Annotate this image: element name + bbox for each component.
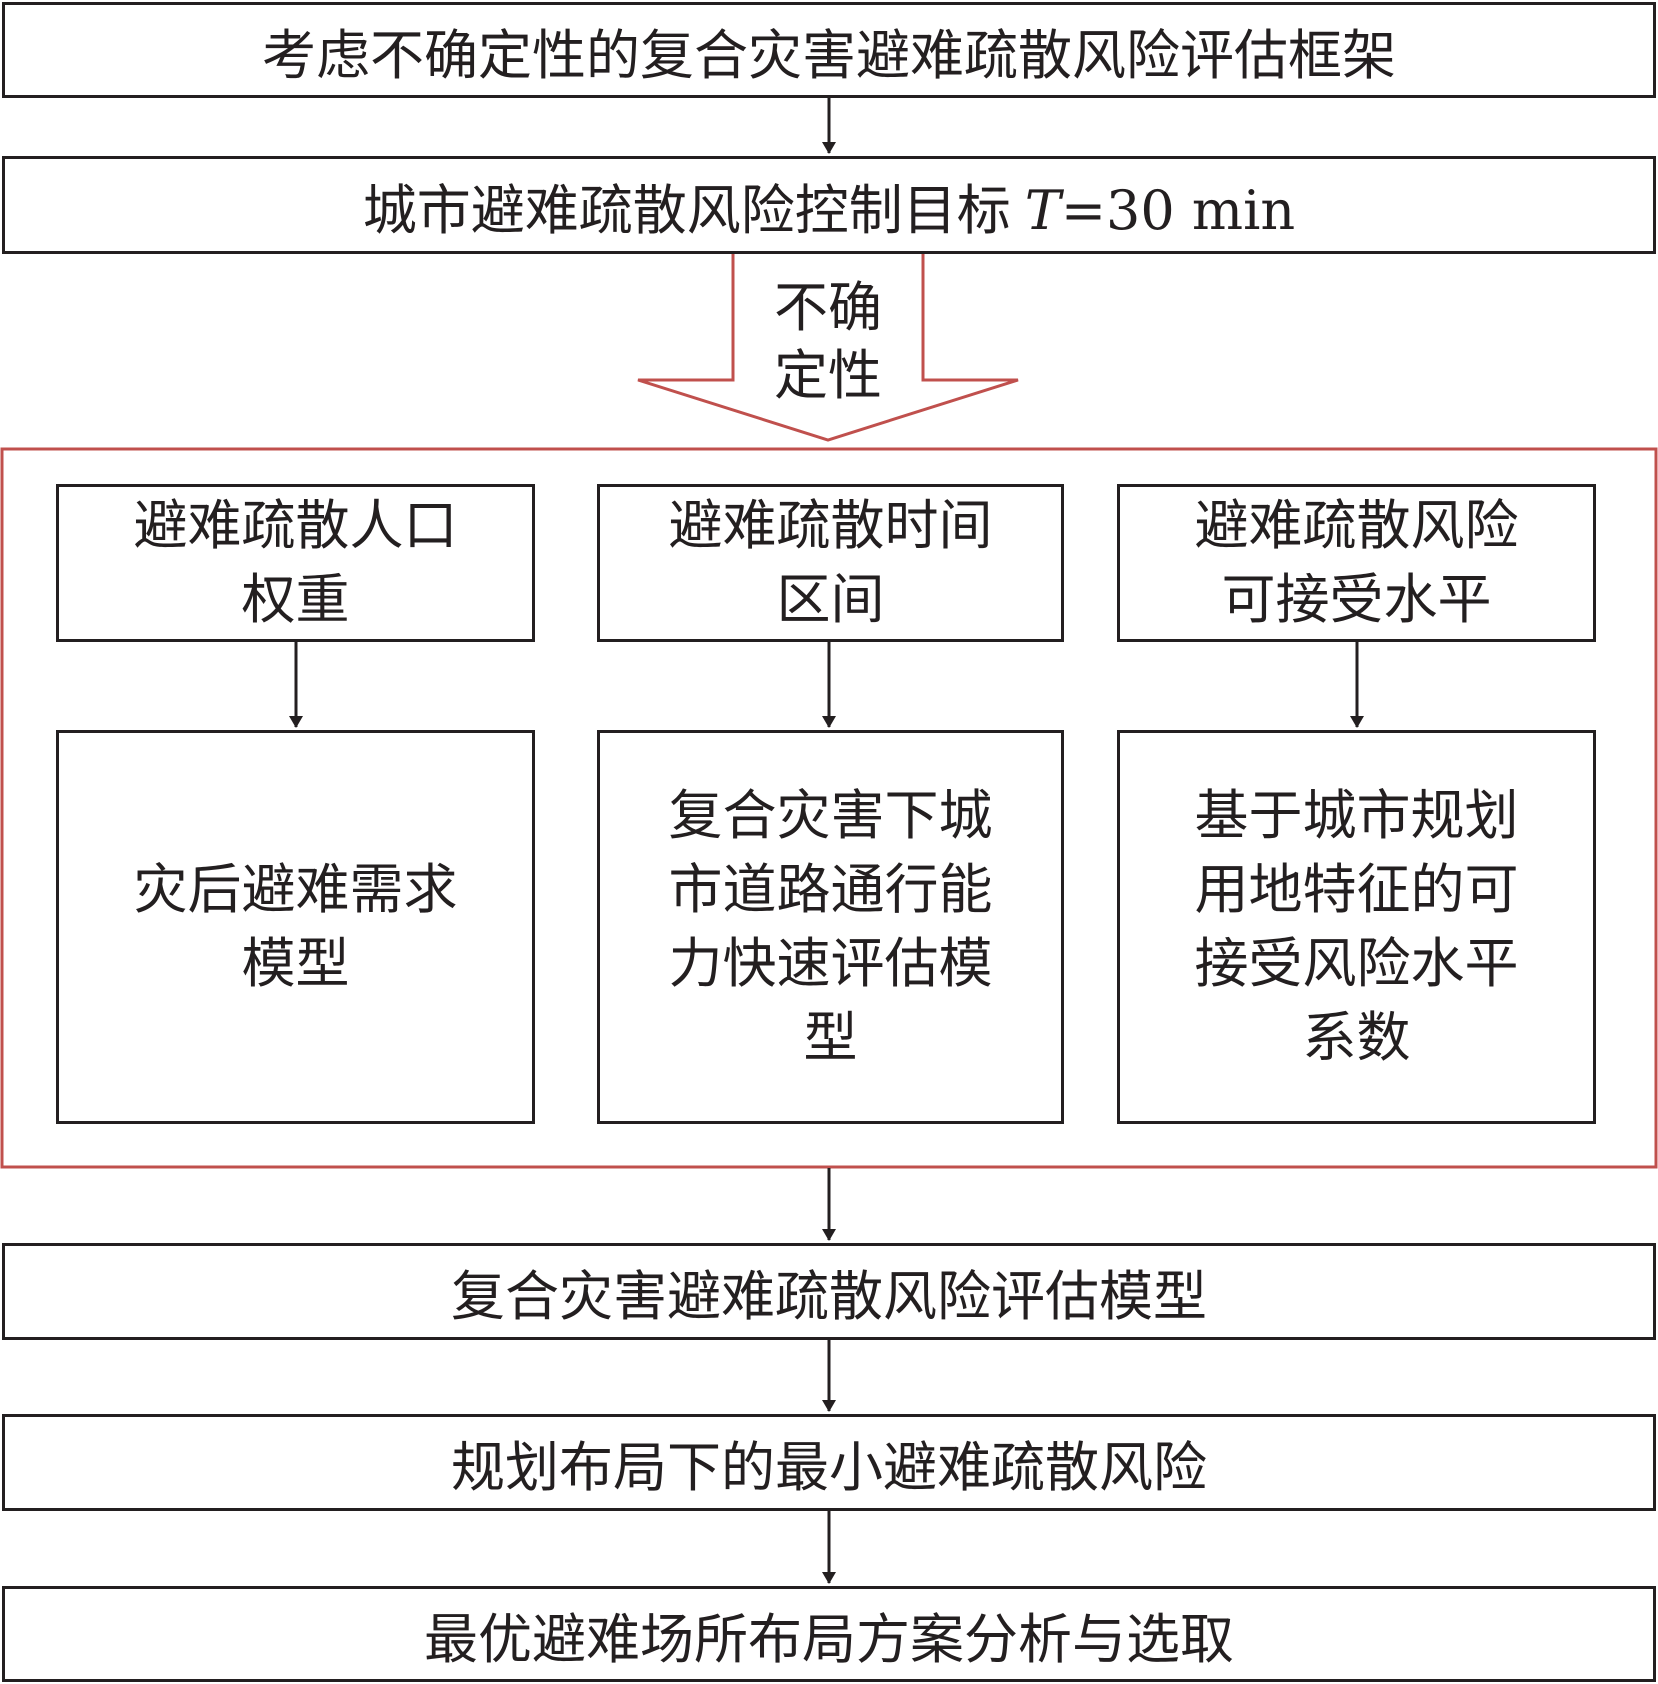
risk-model-text: 复合灾害避难疏散风险评估模型 (451, 1265, 1207, 1328)
control-target-prefix: 城市避难疏散风险控制目标 (362, 178, 1011, 242)
box-line: 避难疏散时间 (668, 494, 993, 557)
risk-model-box: 复合灾害避难疏散风险评估模型 (2, 1243, 1656, 1340)
box-line: 避难疏散风险 (1194, 494, 1519, 557)
box-line: 灾后避难需求 (133, 858, 458, 921)
box-line: 市道路通行能 (668, 858, 993, 921)
control-target-variable: T (1024, 178, 1061, 242)
uncertainty-frame (0, 447, 1658, 1169)
box-line: 系数 (1302, 1006, 1411, 1069)
acceptable-level-box: 避难疏散风险 可接受水平 (1117, 484, 1596, 642)
control-target-value: =30 min (1060, 178, 1296, 242)
uncertainty-label-line: 不确 (774, 276, 882, 339)
box-line: 接受风险水平 (1194, 932, 1519, 995)
box-line: 避难疏散人口 (133, 494, 458, 557)
road-capacity-model-box: 复合灾害下城 市道路通行能 力快速评估模 型 (597, 730, 1064, 1124)
uncertainty-label: 不确 定性 (738, 274, 918, 410)
framework-title-text: 考虑不确定性的复合灾害避难疏散风险评估框架 (262, 23, 1396, 87)
box-line: 力快速评估模 (668, 932, 993, 995)
box-line: 权重 (241, 568, 350, 631)
box-line: 可接受水平 (1221, 568, 1492, 631)
framework-title-box: 考虑不确定性的复合灾害避难疏散风险评估框架 (2, 2, 1656, 98)
time-interval-box: 避难疏散时间 区间 (597, 484, 1064, 642)
box-line: 区间 (776, 568, 885, 631)
minimum-risk-box: 规划布局下的最小避难疏散风险 (2, 1414, 1656, 1511)
box-line: 基于城市规划 (1194, 784, 1519, 847)
optimal-layout-text: 最优避难场所布局方案分析与选取 (424, 1607, 1234, 1671)
acceptable-risk-coefficient-box: 基于城市规划 用地特征的可 接受风险水平 系数 (1117, 730, 1596, 1124)
box-line: 型 (803, 1006, 858, 1069)
box-line: 复合灾害下城 (668, 784, 993, 847)
demand-model-box: 灾后避难需求 模型 (56, 730, 535, 1124)
uncertainty-label-line: 定性 (774, 344, 882, 407)
optimal-layout-box: 最优避难场所布局方案分析与选取 (2, 1586, 1656, 1682)
population-weight-box: 避难疏散人口 权重 (56, 484, 535, 642)
minimum-risk-text: 规划布局下的最小避难疏散风险 (451, 1436, 1207, 1499)
box-line: 模型 (241, 932, 350, 995)
box-line: 用地特征的可 (1194, 858, 1519, 921)
uncertainty-arrow (637, 254, 1019, 442)
